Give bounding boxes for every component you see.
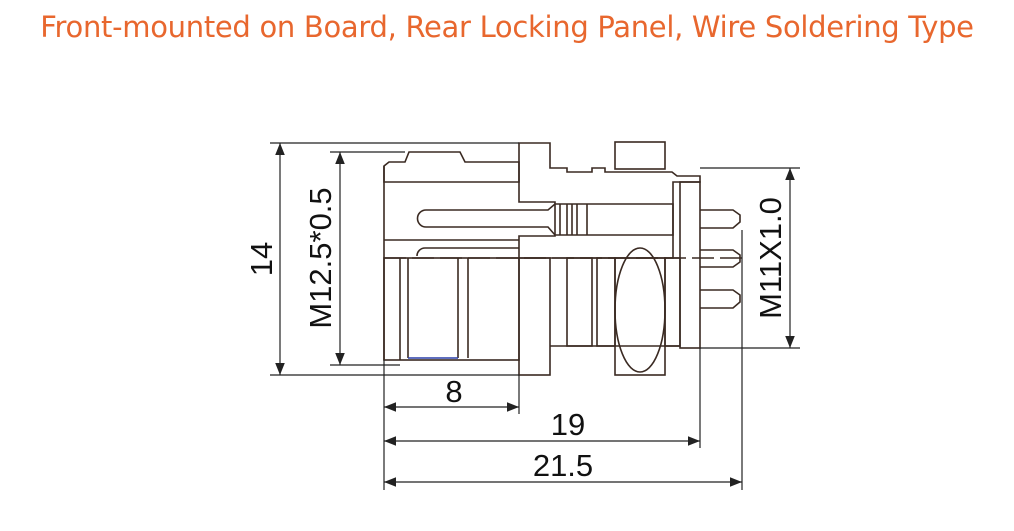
dim-rear-thread: M11X1.0 — [753, 197, 788, 319]
contact-pin — [416, 203, 674, 236]
flange-section — [518, 141, 701, 259]
dim-overall-height: 14 — [244, 242, 279, 276]
rear-pins — [700, 209, 741, 309]
drawing-title: Front-mounted on Board, Rear Locking Pan… — [40, 10, 974, 44]
extension-lines — [270, 142, 800, 490]
dim-body-length: 19 — [551, 407, 585, 442]
dim-front-length: 8 — [445, 374, 462, 409]
dim-front-thread: M12.5*0.5 — [303, 187, 338, 328]
connector-body — [383, 166, 745, 376]
locking-panel-section — [614, 141, 666, 170]
front-nut-section — [383, 151, 520, 183]
dim-overall-length: 21.5 — [533, 448, 593, 483]
